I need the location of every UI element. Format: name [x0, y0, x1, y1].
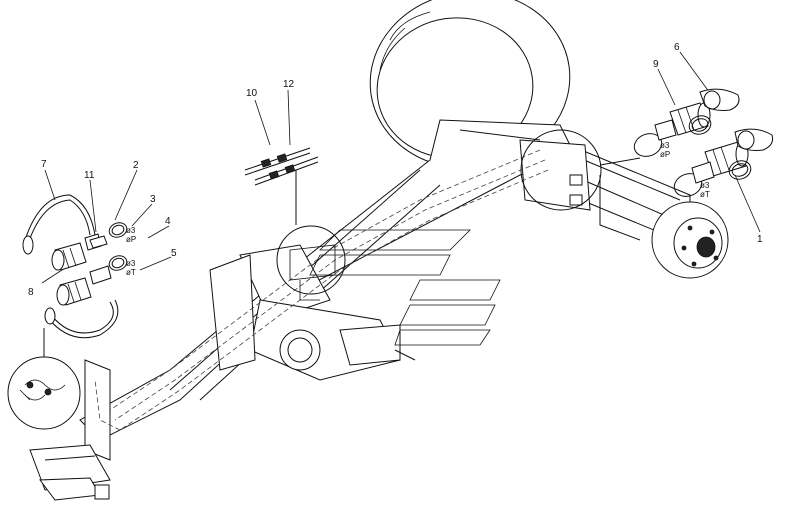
- hub-cap: [696, 236, 716, 258]
- dust-cap-lower: [44, 299, 119, 339]
- mark-left-upper-3: ø3: [126, 226, 136, 235]
- mark-left-upper-p: øP: [126, 235, 136, 244]
- trailer-frame: [29, 119, 591, 501]
- coupler-lower: [56, 265, 112, 306]
- mark-right-lower-3: ø3: [700, 181, 710, 190]
- leader-lines: [41, 51, 761, 357]
- adapter-11: [89, 235, 108, 249]
- hose-fittings: [244, 147, 319, 186]
- jack-cylinder: [279, 329, 321, 371]
- logo-outline: [309, 229, 501, 346]
- mark-right-upper-p: øP: [660, 150, 670, 159]
- left-coupler-group: [22, 194, 128, 339]
- callout-6: 6: [674, 42, 680, 53]
- callout-1: 1: [757, 234, 763, 245]
- detail-circle-axle: [520, 129, 602, 211]
- mark-right-lower-t: øT: [700, 190, 710, 199]
- callout-4: 4: [165, 216, 171, 227]
- mark-left-lower-3: ø3: [126, 259, 136, 268]
- callout-3: 3: [150, 194, 156, 205]
- right-coupler-group: [633, 88, 774, 197]
- callout-2: 2: [133, 160, 139, 171]
- mark-right-upper-3: ø3: [660, 141, 670, 150]
- seal-ring-lower: [108, 255, 128, 271]
- callout-11: 11: [84, 170, 95, 181]
- port-marks: ø3 øP ø3 øT ø3 øP ø3 øT: [126, 141, 710, 277]
- callout-7: 7: [41, 159, 47, 170]
- callout-12: 12: [283, 79, 295, 90]
- jack-stand: [84, 359, 111, 461]
- dust-cap-upper: [22, 194, 96, 255]
- detail-circle-frame: [276, 225, 346, 295]
- axle-bracket: [519, 139, 591, 211]
- detail-circle-hitch: [7, 356, 81, 430]
- callout-5: 5: [171, 248, 177, 259]
- callout-labels: 1 2 3 4 5 6 7 8 9 10 11 12: [28, 42, 763, 298]
- mark-left-lower-t: øT: [126, 268, 136, 277]
- callout-9: 9: [653, 59, 659, 70]
- seal-ring-2: [108, 222, 128, 238]
- callout-10: 10: [246, 88, 258, 99]
- callout-8: 8: [28, 287, 34, 298]
